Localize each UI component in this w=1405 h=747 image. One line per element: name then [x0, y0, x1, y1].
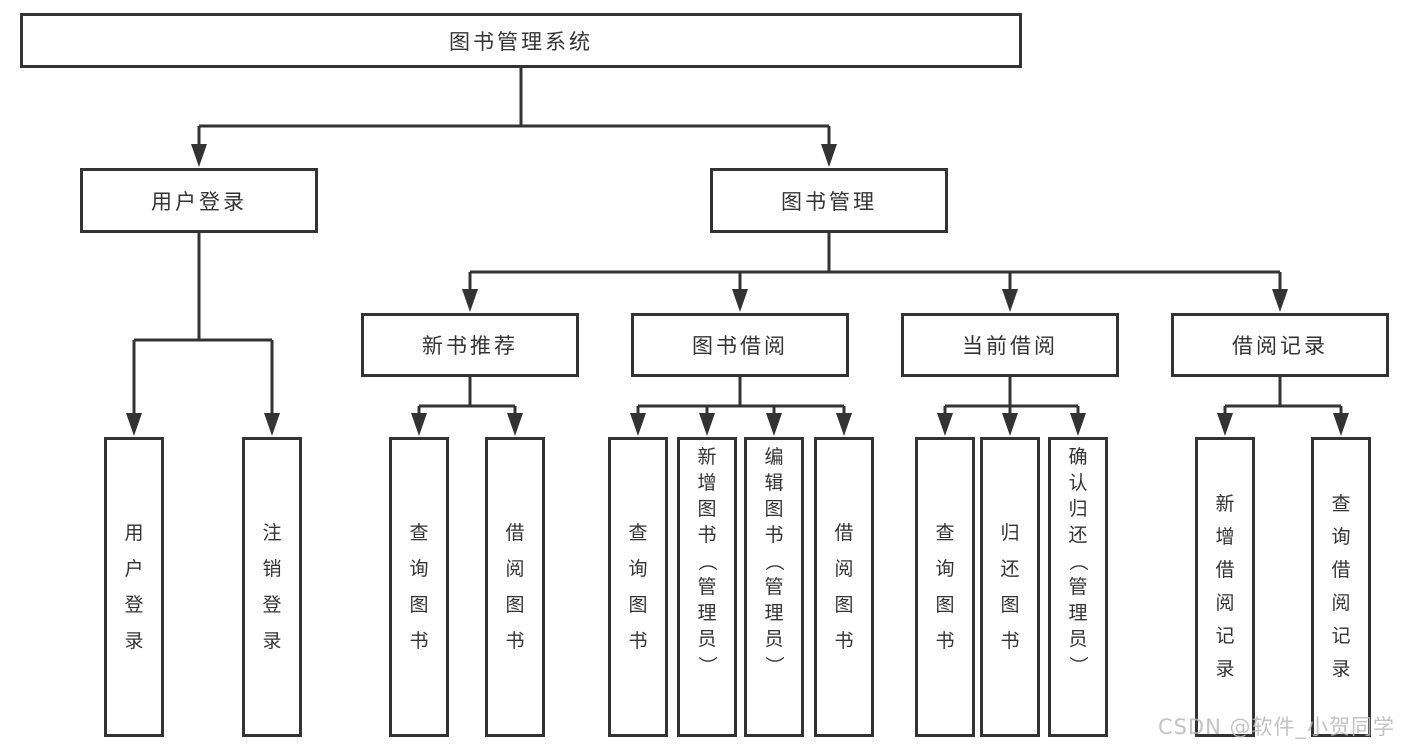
leaf-query-books-current: 查询图书	[915, 437, 975, 737]
leaf-query-borrow-record: 查询借阅记录	[1311, 437, 1371, 737]
node-book-borrow: 图书借阅	[631, 313, 849, 377]
leaf-add-books-admin: 新增图书（管理员）	[677, 437, 737, 737]
leaf-borrow-books: 借阅图书	[814, 437, 874, 737]
leaf-add-borrow-record: 新增借阅记录	[1195, 437, 1255, 737]
node-current-borrow: 当前借阅	[901, 313, 1119, 377]
node-user-login: 用户登录	[80, 168, 318, 233]
leaf-query-books-recommend: 查询图书	[389, 437, 449, 737]
arrowhead-icons	[126, 144, 1349, 436]
node-root-system: 图书管理系统	[20, 13, 1022, 68]
node-book-management: 图书管理	[710, 168, 948, 233]
leaf-return-books: 归还图书	[980, 437, 1040, 737]
leaf-user-login: 用户登录	[104, 437, 164, 737]
watermark: CSDN @软件_小贺同学	[1157, 715, 1395, 739]
leaf-logout: 注销登录	[242, 437, 302, 737]
leaf-confirm-return-admin: 确认归还（管理员）	[1048, 437, 1108, 737]
leaf-query-books-borrow: 查询图书	[608, 437, 668, 737]
leaf-edit-books-admin: 编辑图书（管理员）	[744, 437, 804, 737]
leaf-borrow-books-recommend: 借阅图书	[485, 437, 545, 737]
node-borrow-records: 借阅记录	[1171, 313, 1389, 377]
node-new-book-recommend: 新书推荐	[361, 313, 579, 377]
